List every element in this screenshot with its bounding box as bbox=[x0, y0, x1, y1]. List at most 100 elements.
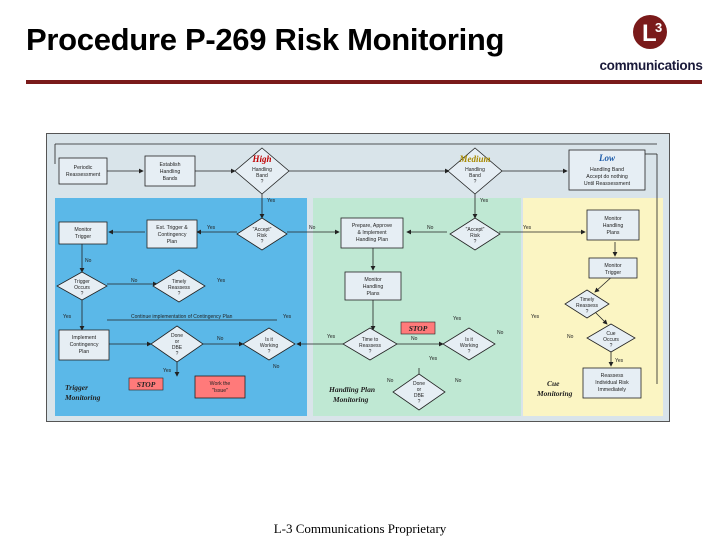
working-1-line-3: ? bbox=[268, 349, 271, 355]
label-no-accept-2: No bbox=[427, 225, 434, 231]
working-1-line-2: Working bbox=[260, 343, 278, 349]
low-band-line-2: Accept do nothing bbox=[586, 174, 628, 180]
timely-2-line-3: ? bbox=[586, 309, 589, 315]
done-dbe-2-line-4: ? bbox=[418, 399, 421, 405]
periodic-line-1: Periodic bbox=[74, 165, 93, 171]
periodic-line-2: Reassessment bbox=[66, 172, 101, 178]
label-no-done-2: No bbox=[387, 378, 394, 384]
l3-logo: L 3 communications bbox=[596, 14, 706, 76]
reassess-line-1: Reassess bbox=[601, 373, 624, 379]
est-trigger-line-2: Contingency bbox=[158, 232, 187, 238]
est-trigger-line-3: Plan bbox=[167, 239, 177, 245]
l3-logo-mark: L 3 bbox=[633, 15, 667, 49]
timely-1-line-3: ? bbox=[178, 291, 181, 297]
zone-label-cue-1: Cue bbox=[547, 379, 560, 388]
label-no-done-1: No bbox=[217, 336, 224, 342]
label-yes-timely-1: Yes bbox=[217, 278, 226, 284]
establish-line-1: Establish bbox=[159, 162, 180, 168]
working-2-line-2: Working bbox=[460, 343, 478, 349]
done-dbe-2-line-2: or bbox=[417, 387, 422, 393]
time-line-3: ? bbox=[369, 349, 372, 355]
implement-line-1: Implement bbox=[72, 335, 97, 341]
diamond-timely-reassess-2: Timely Reassess ? bbox=[564, 289, 610, 319]
svg-text:3: 3 bbox=[655, 20, 662, 35]
mtr-r-line-1: Monitor bbox=[604, 263, 622, 269]
done-dbe-2-line-1: Done bbox=[413, 381, 425, 387]
trigger-occurs-line-2: Occurs bbox=[74, 285, 90, 291]
done-dbe-2-line-3: DBE bbox=[414, 393, 425, 399]
mhp-m-line-2: Handling bbox=[363, 284, 384, 290]
timely-2-line-1: Timely bbox=[580, 297, 595, 303]
time-line-2: Reassess bbox=[359, 343, 381, 349]
label-yes-accept-1: Yes bbox=[207, 225, 216, 231]
done-dbe-line-2: or bbox=[175, 339, 180, 345]
accept-1-line-2: Risk bbox=[257, 233, 267, 239]
label-yes-high: Yes bbox=[267, 198, 276, 204]
box-periodic-reassessment: Periodic Reassessment bbox=[58, 157, 108, 185]
done-dbe-line-4: ? bbox=[176, 351, 179, 357]
diamond-cue-occurs: Cue Occurs ? bbox=[586, 323, 636, 353]
prepare-line-1: Prepare, Approve bbox=[352, 223, 392, 229]
diamond-time-to-reassess: Time to Reassess ? bbox=[342, 327, 398, 361]
box-prepare-handling-plan: Prepare, Approve & Implement Handling Pl… bbox=[340, 217, 404, 249]
reassess-line-3: Immediately bbox=[598, 387, 626, 393]
label-yes-continue: Yes bbox=[283, 314, 292, 320]
diamond-accept-risk-1: "Accept" Risk ? bbox=[236, 217, 288, 251]
work-issue-line-1: Work the bbox=[210, 381, 231, 387]
heading-high: High bbox=[251, 154, 271, 164]
label-no-done-2b: No bbox=[455, 378, 462, 384]
diamond-done-or-dbe: Done or DBE ? bbox=[150, 325, 204, 363]
label-no-time: No bbox=[411, 336, 418, 342]
label-yes-medium: Yes bbox=[480, 198, 489, 204]
low-band-line-3: Until Reassessment bbox=[584, 181, 631, 187]
mhp-r-line-1: Monitor bbox=[604, 216, 622, 222]
label-yes-done-1: Yes bbox=[163, 368, 172, 374]
zone-label-handling-2: Monitoring bbox=[332, 395, 369, 404]
stop-mid-label: STOP bbox=[409, 324, 428, 333]
high-band-line-2: Band bbox=[256, 173, 268, 179]
mhp-m-line-1: Monitor bbox=[364, 277, 382, 283]
label-yes-time: Yes bbox=[327, 334, 336, 340]
diamond-accept-risk-2: "Accept" Risk ? bbox=[449, 217, 501, 251]
box-est-trigger: Est. Trigger & Contingency Plan bbox=[146, 219, 198, 249]
working-2-line-3: ? bbox=[468, 349, 471, 355]
footer-proprietary: L-3 Communications Proprietary bbox=[273, 521, 447, 536]
box-low-band: Low Handling Band Accept do nothing Unti… bbox=[568, 149, 646, 191]
trigger-occurs-line-1: Trigger bbox=[74, 279, 90, 285]
done-dbe-line-1: Done bbox=[171, 333, 183, 339]
label-yes-trigger: Yes bbox=[63, 314, 72, 320]
label-no-timely-1: No bbox=[131, 278, 138, 284]
working-2-line-1: Is it bbox=[465, 337, 473, 343]
box-monitor-handling-plans-right: Monitor Handling Plans bbox=[586, 209, 640, 241]
label-yes-working-2b: Yes bbox=[429, 356, 438, 362]
cue-line-3: ? bbox=[610, 343, 613, 349]
time-line-1: Time to bbox=[362, 337, 379, 343]
page-title: Procedure P-269 Risk Monitoring bbox=[26, 22, 505, 57]
trigger-occurs-line-3: ? bbox=[81, 291, 84, 297]
label-yes-working-2: Yes bbox=[453, 316, 462, 322]
box-reassess-individual-risk: Reassess Individual Risk Immediately bbox=[582, 367, 642, 399]
done-dbe-line-3: DBE bbox=[172, 345, 183, 351]
work-issue-line-2: "Issue" bbox=[212, 388, 228, 394]
prepare-line-3: Handling Plan bbox=[356, 237, 388, 243]
reassess-line-2: Individual Risk bbox=[595, 380, 629, 386]
label-no-working-2: No bbox=[497, 330, 504, 336]
flowchart-svg: Periodic Reassessment Establish Handling… bbox=[47, 134, 669, 421]
cue-line-2: Occurs bbox=[603, 337, 619, 343]
zone-label-trigger-2: Monitoring bbox=[64, 393, 101, 402]
label-no-accept-1: No bbox=[309, 225, 316, 231]
accept-2-line-1: "Accept" bbox=[466, 227, 485, 233]
accept-1-line-3: ? bbox=[261, 239, 264, 245]
box-work-the-issue: Work the "Issue" bbox=[194, 375, 246, 399]
label-yes-accept-2: Yes bbox=[523, 225, 532, 231]
label-no-cue: No bbox=[567, 334, 574, 340]
monitor-trigger-line-1: Monitor bbox=[74, 227, 92, 233]
high-band-line-1: Handling bbox=[252, 167, 272, 173]
medium-band-line-1: Handling bbox=[465, 167, 485, 173]
diamond-trigger-occurs: Trigger Occurs ? bbox=[56, 271, 108, 301]
svg-text:L: L bbox=[642, 20, 657, 47]
label-no-trigger: No bbox=[85, 258, 92, 264]
diamond-medium-band: Medium Handling Band ? bbox=[447, 147, 503, 195]
working-1-line-1: Is it bbox=[265, 337, 273, 343]
diamond-timely-reassess-1: Timely Reassess ? bbox=[152, 269, 206, 303]
